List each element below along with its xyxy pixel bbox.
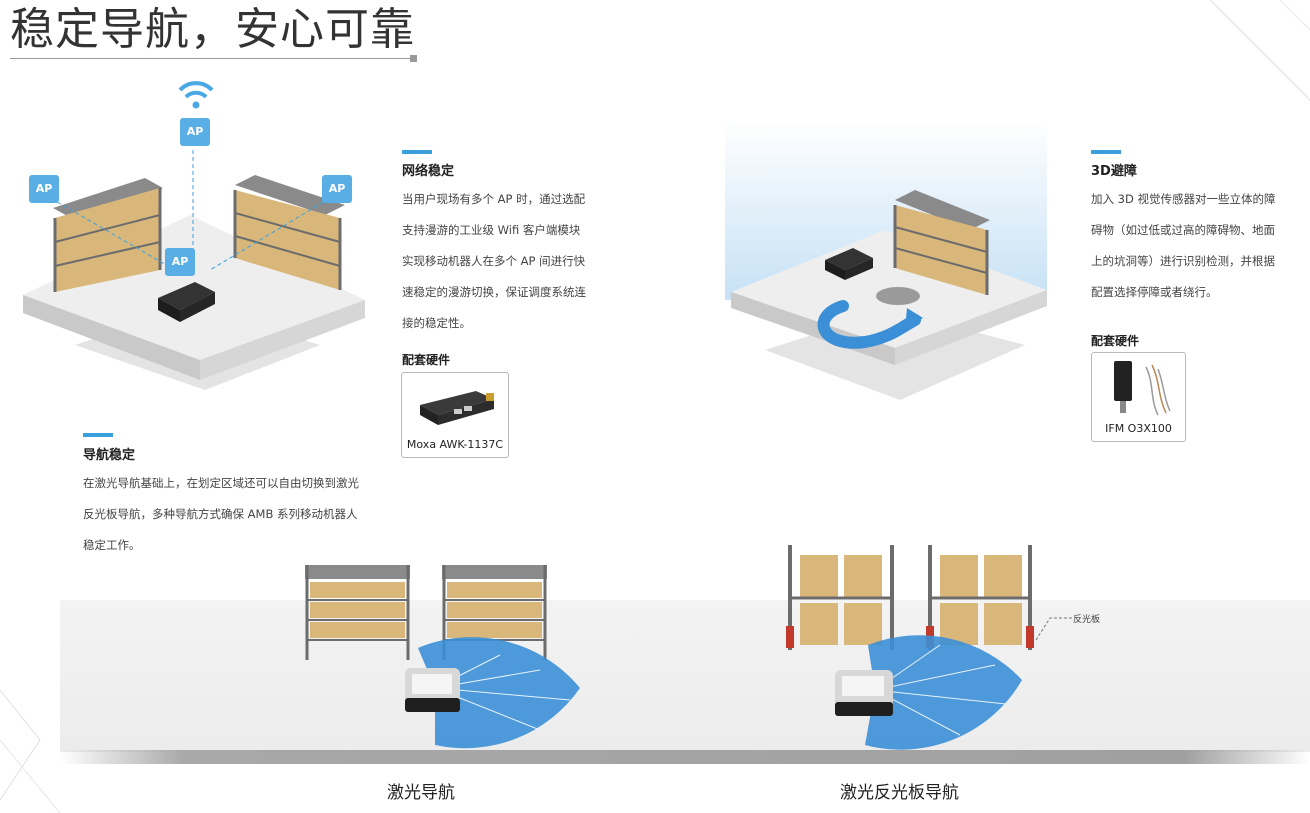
network-illustration xyxy=(23,150,365,390)
title-underline-end xyxy=(410,55,417,62)
obstacle-title: 3D避障 xyxy=(1091,164,1137,179)
laser-navigation-illustration xyxy=(305,565,580,749)
navigation-accent-bar xyxy=(83,433,113,437)
obstacle-accent-bar xyxy=(1091,150,1121,154)
navigation-line: 反光板导航，多种导航方式确保 AMB 系列移动机器人 xyxy=(83,507,358,521)
wifi-icon xyxy=(178,81,214,109)
reflector-callout-line xyxy=(1035,617,1072,641)
reflector-navigation-illustration xyxy=(786,545,1034,750)
network-title: 网络稳定 xyxy=(402,164,455,179)
sensor-image xyxy=(1114,361,1171,416)
obstacle-hardware-title: 配套硬件 xyxy=(1091,334,1140,348)
reflector-navigation-caption: 激光反光板导航 xyxy=(840,783,959,803)
ap-cube-right: AP xyxy=(322,175,352,203)
wifi-module-image xyxy=(420,391,494,425)
network-hardware-card: Moxa AWK-1137C xyxy=(401,372,509,458)
obstacle-line: 碍物（如过低或过高的障碍物、地面 xyxy=(1091,223,1275,237)
obstacle-hardware-name: IFM O3X100 xyxy=(1105,422,1172,435)
navigation-title: 导航稳定 xyxy=(83,448,136,463)
ap-cube-robot: AP xyxy=(165,248,195,276)
obstacle-line: 加入 3D 视觉传感器对一些立体的障 xyxy=(1091,192,1276,206)
obstacle-description: 加入 3D 视觉传感器对一些立体的障 碍物（如过低或过高的障碍物、地面 上的坑洞… xyxy=(1091,184,1275,308)
navigation-line: 在激光导航基础上，在划定区域还可以自由切换到激光 xyxy=(83,476,359,490)
network-line: 当用户现场有多个 AP 时，通过选配 xyxy=(402,192,586,206)
network-line: 速稳定的漫游切换，保证调度系统连 xyxy=(402,285,586,299)
network-accent-bar xyxy=(402,150,432,154)
page-title: 稳定导航，安心可靠 xyxy=(10,4,415,55)
network-line: 实现移动机器人在多个 AP 间进行快 xyxy=(402,254,586,268)
network-hardware-name: Moxa AWK-1137C xyxy=(406,438,504,451)
obstacle-hardware-card: IFM O3X100 xyxy=(1091,352,1186,442)
floor xyxy=(60,600,1310,752)
navigation-description: 在激光导航基础上，在划定区域还可以自由切换到激光 反光板导航，多种导航方式确保 … xyxy=(83,468,359,561)
floor-edge xyxy=(60,750,1310,764)
network-line: 支持漫游的工业级 Wifi 客户端模块 xyxy=(402,223,581,237)
title-underline xyxy=(10,58,412,59)
network-description: 当用户现场有多个 AP 时，通过选配 支持漫游的工业级 Wifi 客户端模块 实… xyxy=(402,184,586,339)
obstacle-illustration xyxy=(725,120,1047,400)
reflector-label: 反光板 xyxy=(1073,615,1101,625)
robot-illustration xyxy=(158,282,215,322)
corner-decoration-top xyxy=(1209,0,1310,101)
shelf-left-illustration xyxy=(53,178,163,292)
ap-cube-top: AP xyxy=(180,118,210,146)
shelf-right-illustration xyxy=(233,175,345,290)
corner-decoration-bottom xyxy=(0,689,60,813)
obstacle-line: 配置选择停障或者绕行。 xyxy=(1091,285,1218,299)
obstacle-line: 上的坑洞等）进行识别检测，并根据 xyxy=(1091,254,1275,268)
ap-cube-left: AP xyxy=(29,175,59,203)
laser-navigation-caption: 激光导航 xyxy=(387,783,455,803)
network-line: 接的稳定性。 xyxy=(402,316,471,330)
network-hardware-title: 配套硬件 xyxy=(402,353,451,367)
navigation-line: 稳定工作。 xyxy=(83,538,141,552)
